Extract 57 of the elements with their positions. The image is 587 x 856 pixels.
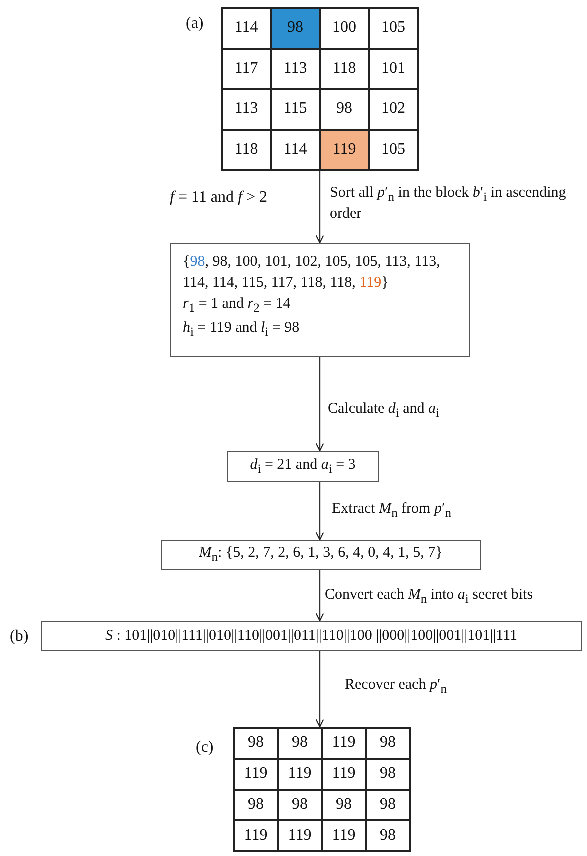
process-box [161,540,481,570]
arrow [316,651,324,728]
pixel-value: 118 [320,48,369,89]
pixel-value: 113 [271,48,320,89]
pixel-value: 98 [322,790,366,820]
pixel-block-grid [233,727,411,852]
edge-label: Extract M$_{n}$ from p′$_{n}$ [332,500,453,522]
pixel-value: 119 [234,820,278,851]
pixel-value: 119 [234,758,278,790]
pixel-value: 105 [369,130,418,170]
formula-text: d$_{i}$ = 21 and a$_{i}$ = 3 [250,456,356,478]
process-box [227,451,379,482]
pixel-value: 115 [271,89,320,130]
edge-label: Calculate d$_{i}$ and a$_{i}$ [328,400,441,422]
pixel-value: 98 [234,790,278,820]
formula-text: r$_{1}$ = 1 and r$_{2}$ = 14 [183,295,291,317]
process-box [41,621,582,651]
formula-text: S : 101||010||111||010||110||001||011||110||100 ||000||100||001||101||111 [105,626,518,646]
arrow [316,171,324,244]
panel-label: (b) [10,627,29,647]
pixel-value: 114 [222,8,271,48]
edge-label: Convert each M$_{n}$ into a$_{i}$ secret bits [325,586,534,608]
pixel-value: 101 [369,48,418,89]
arrow [316,357,324,452]
highlighted-pixel-value: 119 [320,130,369,170]
pixel-value: 98 [366,728,410,759]
pixel-value: 98 [234,728,278,759]
arrow [316,570,324,622]
pixel-value: 114 [271,130,320,170]
edge-label: Recover each p′$_{n}$ [345,676,448,698]
pixel-value: 98 [278,790,322,820]
pixel-value: 102 [369,89,418,130]
arrow [316,482,324,541]
highlighted-pixel-value: 98 [271,8,320,48]
pixel-value: 119 [322,758,366,790]
pixel-value: 119 [278,820,322,851]
pixel-value: 98 [366,820,410,851]
edge-label: Sort all p′$_{n}$ in the block b′$_{i}$ in ascending order [330,184,568,224]
pixel-value: 119 [322,728,366,759]
pixel-value: 118 [222,130,271,170]
formula-text: h$_{i}$ = 119 and l$_{i}$ = 98 [183,318,300,340]
pixel-value: 117 [222,48,271,89]
pixel-block-grid [221,7,419,171]
pixel-value: 98 [320,89,369,130]
pixel-value: 113 [222,89,271,130]
pixel-value: 105 [369,8,418,48]
pixel-value: 119 [322,820,366,851]
panel-label: (c) [196,738,214,758]
condition-text: f = 11 and f > 2 [170,188,268,208]
pixel-value: 98 [366,790,410,820]
pixel-value: 119 [278,758,322,790]
formula-text: M$_{n}$: {5, 2, 7, 2, 6, 1, 3, 6, 4, 0, 4, 1, 5, 7} [199,544,443,566]
pixel-value: 98 [366,758,410,790]
panel-label: (a) [186,14,204,34]
pixel-value: 98 [278,728,322,759]
pixel-value: 100 [320,8,369,48]
process-box [170,243,470,357]
